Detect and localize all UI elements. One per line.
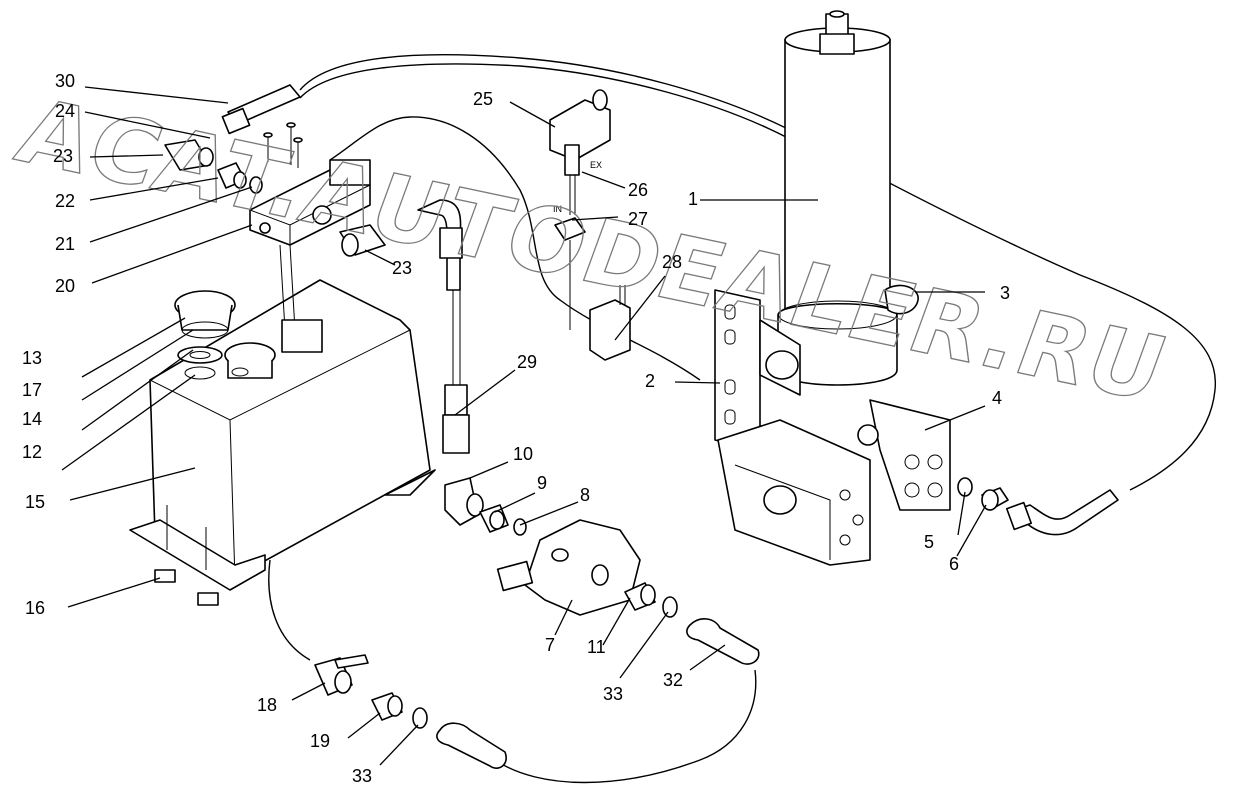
adapter-22 [217,162,247,189]
callout-15: 15 [25,492,45,512]
callout-4: 4 [992,388,1002,408]
callout-32: 32 [663,670,683,690]
adapter-11 [624,582,656,611]
callout-18: 18 [257,695,277,715]
callout-27: 27 [628,209,648,229]
adapter-9 [479,504,509,533]
in-label: IN [553,204,562,214]
hose-clamp-33-right [662,596,678,618]
hose-32 [686,618,760,665]
air-line-26-27: IN [553,175,586,330]
breather-filter [174,290,236,339]
callout-25: 25 [473,89,493,109]
shutoff-valve-18 [314,654,369,696]
return-hose-loop-inner [299,63,789,139]
tee-fitting-23-upper [164,139,214,171]
callout-numbers: 30 24 23 22 21 20 23 25 26 27 28 29 1 3 … [22,71,1010,786]
callout-30: 30 [55,71,75,91]
callout-3: 3 [1000,283,1010,303]
bolt-set-valve [263,122,303,168]
callout-23-upper: 23 [53,146,73,166]
callout-20: 20 [55,276,75,296]
callout-23-lower: 23 [392,258,412,278]
callout-5: 5 [924,532,934,552]
tank-filter-cap [224,342,276,379]
hydraulic-cylinder [777,10,919,386]
return-hose-loop [299,54,1216,491]
callout-13: 13 [22,348,42,368]
callout-9: 9 [537,473,547,493]
callout-29: 29 [517,352,537,372]
gasket-plate [177,346,223,364]
cylinder-base-frame [717,419,871,566]
tee-fitting-23-lower [339,224,386,257]
hose-clamp-33-left [412,707,428,729]
elbow-fitting-10 [444,477,484,526]
callout-28: 28 [662,252,682,272]
mounting-bracket-right [857,399,951,511]
adapter-fitting-6 [981,487,1009,511]
callout-22: 22 [55,191,75,211]
callout-12: 12 [22,442,42,462]
callout-24: 24 [55,101,75,121]
lower-hose-loop [494,669,757,784]
mounting-bracket-left [714,289,801,451]
seal-8 [513,518,527,536]
callout-33-right: 33 [603,684,623,704]
callout-26: 26 [628,180,648,200]
suction-hose-segment [436,722,507,769]
callout-1: 1 [688,189,698,209]
callout-10: 10 [513,444,533,464]
suction-hose [268,559,311,661]
callout-19: 19 [310,731,330,751]
ex-label: EX [590,160,602,170]
callout-14: 14 [22,409,42,429]
valve-28 [589,285,631,361]
callout-6: 6 [949,554,959,574]
gasket-ring [184,366,216,380]
hose-end-30 [221,84,301,135]
callout-7: 7 [545,635,555,655]
pressure-hose-29 [417,199,470,454]
callout-33-left: 33 [352,766,372,786]
adapter-19 [371,692,403,721]
pressure-hose-right [1005,489,1119,536]
leader-lines [61,86,987,766]
control-valve-block [249,159,371,353]
control-valve-25: EX [549,89,611,176]
callout-2: 2 [645,371,655,391]
callout-8: 8 [580,485,590,505]
callout-16: 16 [25,598,45,618]
callout-17: 17 [22,380,42,400]
callout-11: 11 [587,637,606,657]
callout-21: 21 [55,234,75,254]
seal-21 [249,176,263,194]
